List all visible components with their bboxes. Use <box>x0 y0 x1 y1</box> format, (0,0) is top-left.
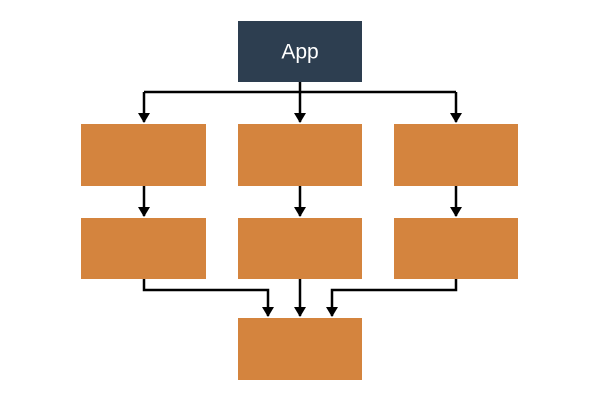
connectors-root-to-middle <box>138 82 462 123</box>
middle-node-right <box>394 124 518 186</box>
app-node-label: App <box>281 41 318 64</box>
middle-layer <box>81 124 518 186</box>
sink-node <box>238 318 362 380</box>
app-node-box <box>238 21 362 82</box>
sink-node-box <box>238 318 362 380</box>
connector-lower-left-to-sink <box>142 279 274 317</box>
connectors-middle-to-lower <box>138 186 462 217</box>
app-node: App <box>238 21 362 82</box>
lower-node-left <box>81 218 206 279</box>
lower-node-right <box>394 218 518 279</box>
lower-layer <box>81 218 518 279</box>
connector-lower-right-to-sink <box>326 279 458 317</box>
middle-node-left <box>81 124 206 186</box>
connectors-lower-to-sink <box>142 279 458 317</box>
lower-node-center <box>238 218 362 279</box>
middle-node-center <box>238 124 362 186</box>
